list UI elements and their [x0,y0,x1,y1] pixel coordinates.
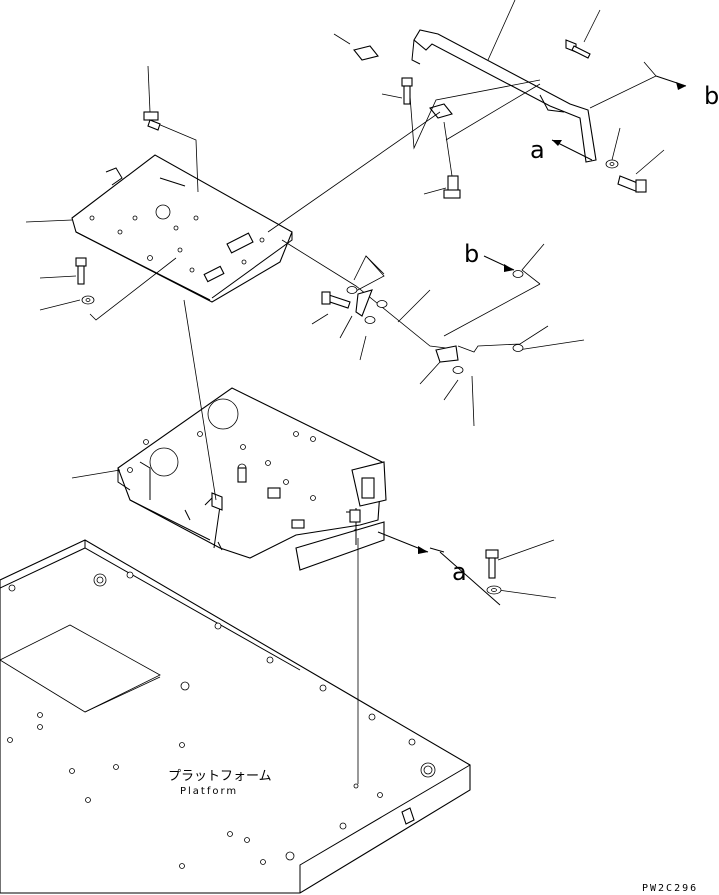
washer-icon-frame-right [486,585,502,595]
mounting-plate-part [71,154,293,303]
leader-lines [25,0,687,784]
bolt-icon-rail-right [617,175,647,193]
platform-label-japanese: プラットフォーム [168,769,272,784]
drawing-code: PW2C296 [642,883,698,894]
bolt-icon-plate-top [143,111,161,131]
platform-label-english: Platform [180,786,238,797]
bolt-icon-center [321,291,351,309]
bolt-icon-frame-right [485,549,499,579]
bolt-icon-rail-top [565,39,591,59]
bolt-icon-rail-mid [401,77,413,105]
washer-icon-rail [605,159,619,169]
reference-label-a-lower: a [452,558,467,586]
rail-part [353,29,597,163]
bolt-icon-rail-lower [443,175,461,199]
washer-icon-plate-left [81,295,95,305]
platform-part [0,539,471,894]
reference-label-b-lower: b [464,240,479,268]
clip-icon-center [355,289,459,363]
reference-label-b-upper: b [704,82,719,110]
floor-frame-part [117,387,387,571]
washer-icon-center [346,270,524,374]
bolt-icon-plate-left [75,257,87,285]
reference-label-a-upper: a [530,136,545,164]
